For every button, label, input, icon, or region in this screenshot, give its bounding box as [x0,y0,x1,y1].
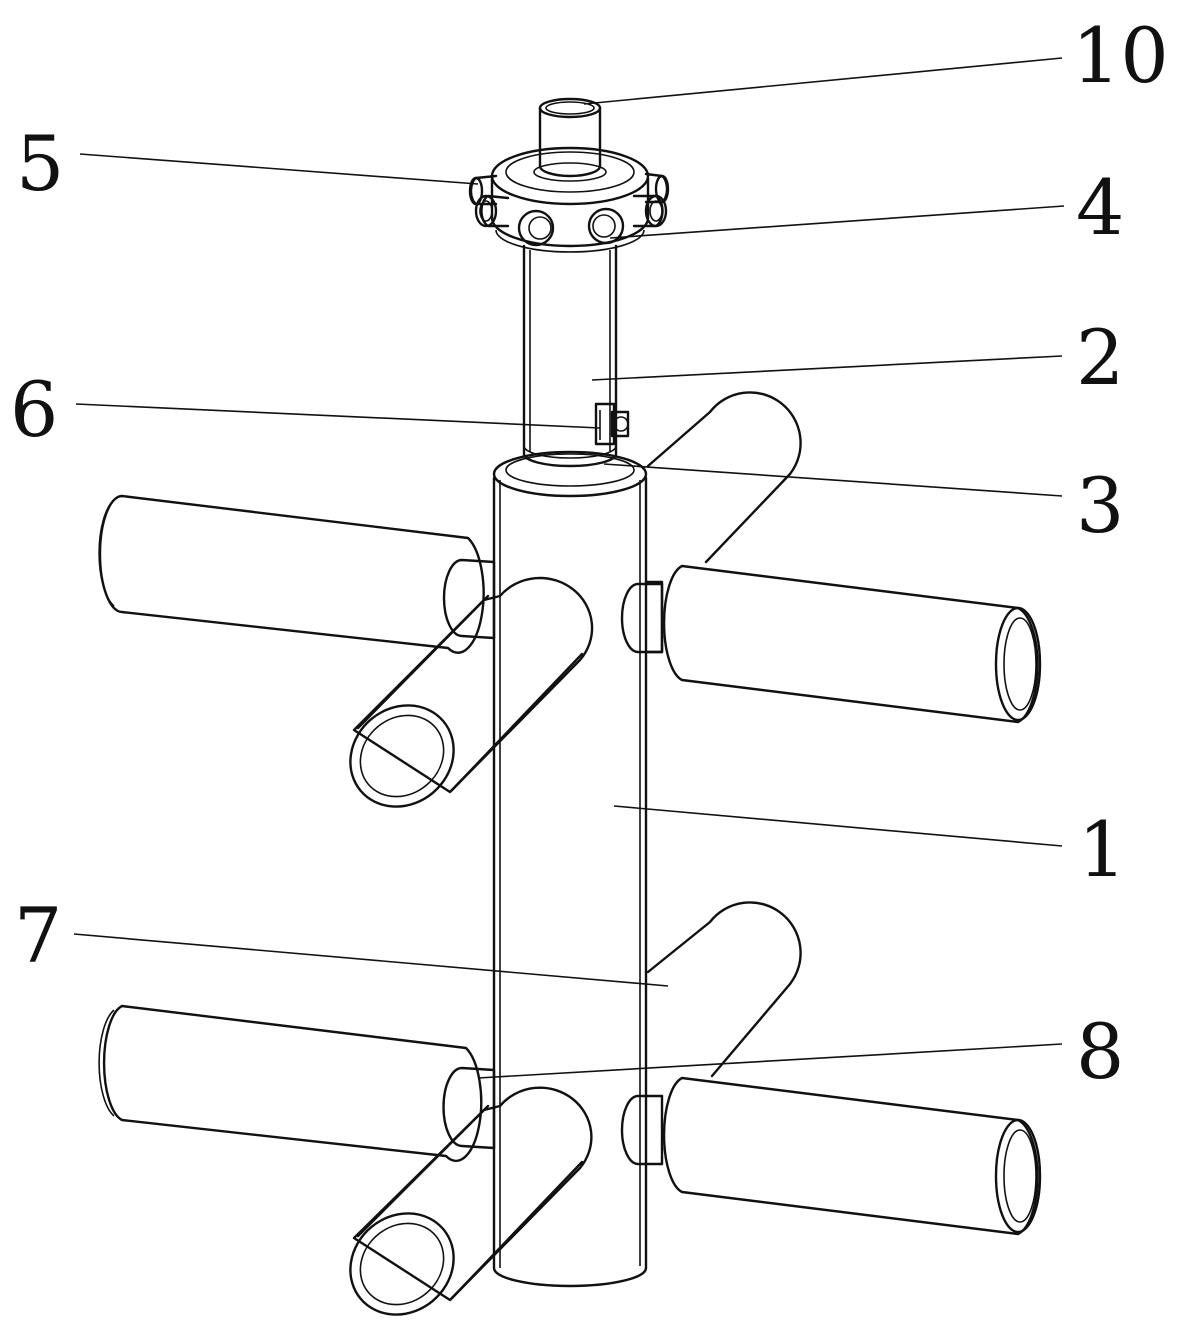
lower-left-arm [99,1006,494,1161]
upper-back-right-arm [648,392,801,562]
callout-7: 7 [14,891,62,980]
leader-1 [614,806,1062,846]
lower-back-right-arm [648,902,801,1076]
nozzle-group [470,174,668,245]
lower-right-arm [622,1078,1040,1234]
nozzle [646,174,668,202]
leader-8 [478,1044,1062,1078]
main-column [494,452,646,1286]
callout-10: 10 [1072,11,1169,100]
upper-shaft [524,246,616,466]
leader-lines [74,58,1064,1078]
upper-right-arm [622,566,1040,722]
callout-5: 5 [16,119,64,208]
leader-7 [74,934,668,986]
leader-10 [584,58,1062,104]
callout-3: 3 [1076,461,1124,550]
nozzle [634,196,666,226]
upper-front-left-arm [330,578,592,827]
leader-4 [610,206,1064,238]
callout-6: 6 [10,365,58,454]
callout-1: 1 [1078,805,1126,894]
callout-2: 2 [1076,313,1124,402]
callout-8: 8 [1076,1007,1124,1096]
lower-front-left-arm [330,1088,592,1336]
leader-2 [592,356,1062,380]
nozzle [519,211,553,245]
leader-5 [80,154,478,184]
callout-4: 4 [1076,163,1124,252]
lock-bolt [596,404,628,444]
leader-3 [604,464,1062,496]
inlet-pipe [534,99,606,181]
leader-6 [76,404,600,428]
upper-left-arm [99,496,494,653]
